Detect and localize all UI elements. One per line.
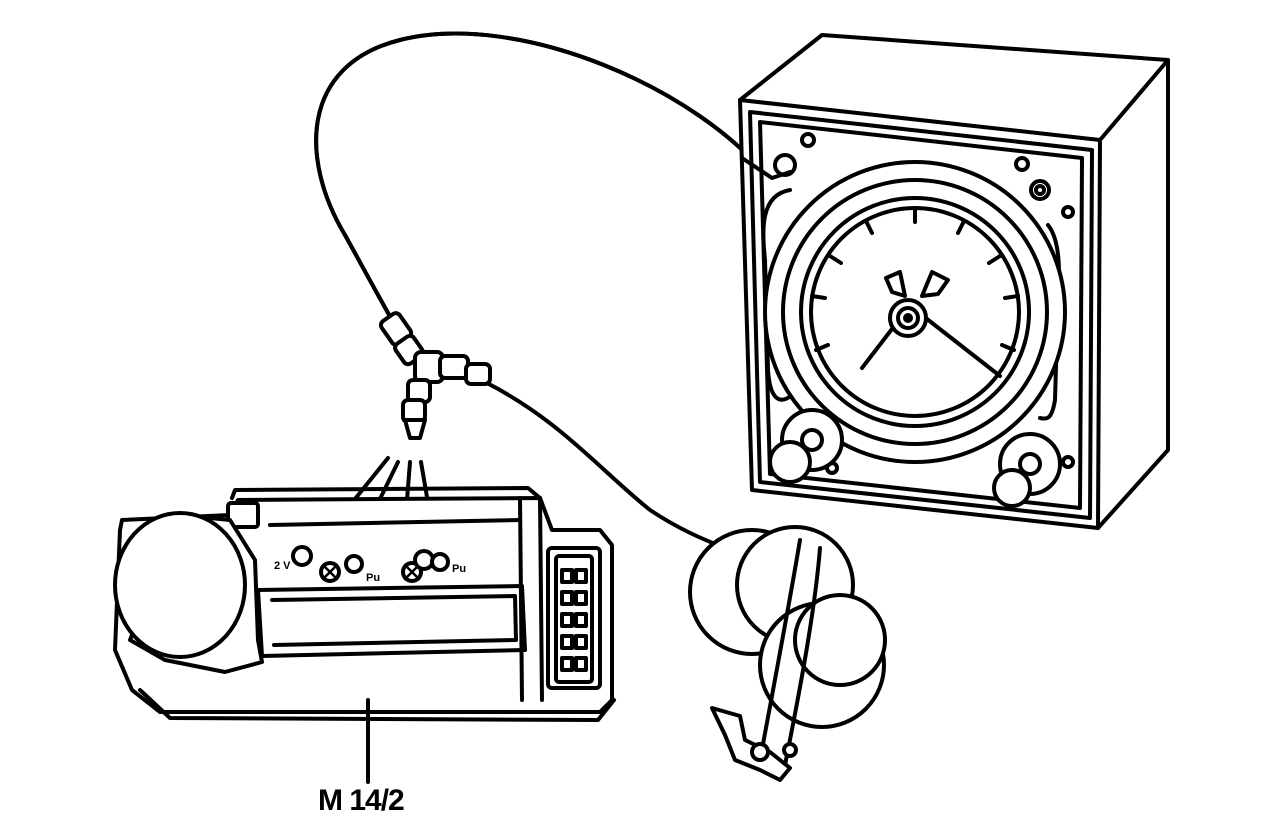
probe-clip (688, 525, 887, 782)
port-label-pu-left: Pu (366, 572, 380, 584)
t-connector (378, 311, 492, 440)
right-knob[interactable] (992, 432, 1062, 508)
gauge-needles (860, 270, 1002, 378)
control-unit (113, 486, 616, 784)
test-sockets: 2 V Pu Pu (274, 545, 466, 584)
port-label-2v: 2 V (274, 560, 291, 572)
signal-cable (483, 380, 727, 550)
socket-2v (291, 545, 313, 567)
gauge-ticks (810, 206, 1020, 352)
socket-pu-right (430, 552, 450, 572)
part-label: M 14/2 (318, 784, 405, 817)
tester-box (738, 33, 1170, 530)
port-label-pu-right: Pu (452, 563, 466, 575)
left-knob[interactable] (768, 408, 844, 484)
socket-pu-left (344, 554, 364, 574)
pressure-hose (314, 31, 772, 322)
